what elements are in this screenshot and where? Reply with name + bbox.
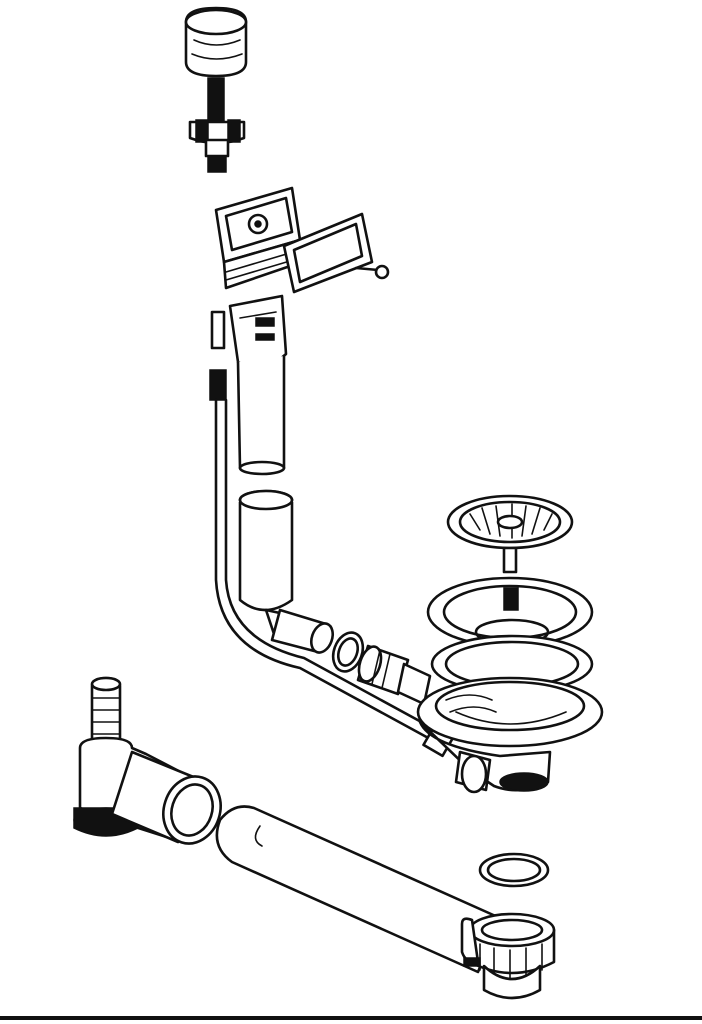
bottom-border-line: [0, 1016, 702, 1020]
trap-elbow: [73, 736, 222, 845]
overflow-upper-tube: [236, 356, 286, 476]
strainer-body: [416, 676, 604, 794]
frame-screw: [354, 264, 390, 280]
washer-ring: [478, 852, 550, 888]
strainer-basket: [446, 494, 574, 574]
trap-nut: [460, 912, 556, 1000]
overflow-housing: [228, 294, 288, 369]
extension-tube: [215, 805, 502, 974]
threaded-coupling: [356, 644, 432, 706]
connector-tube: [270, 608, 335, 654]
overflow-gasket: [282, 212, 374, 294]
hose-connector: [90, 676, 122, 754]
pop-up-knob: [184, 6, 248, 173]
